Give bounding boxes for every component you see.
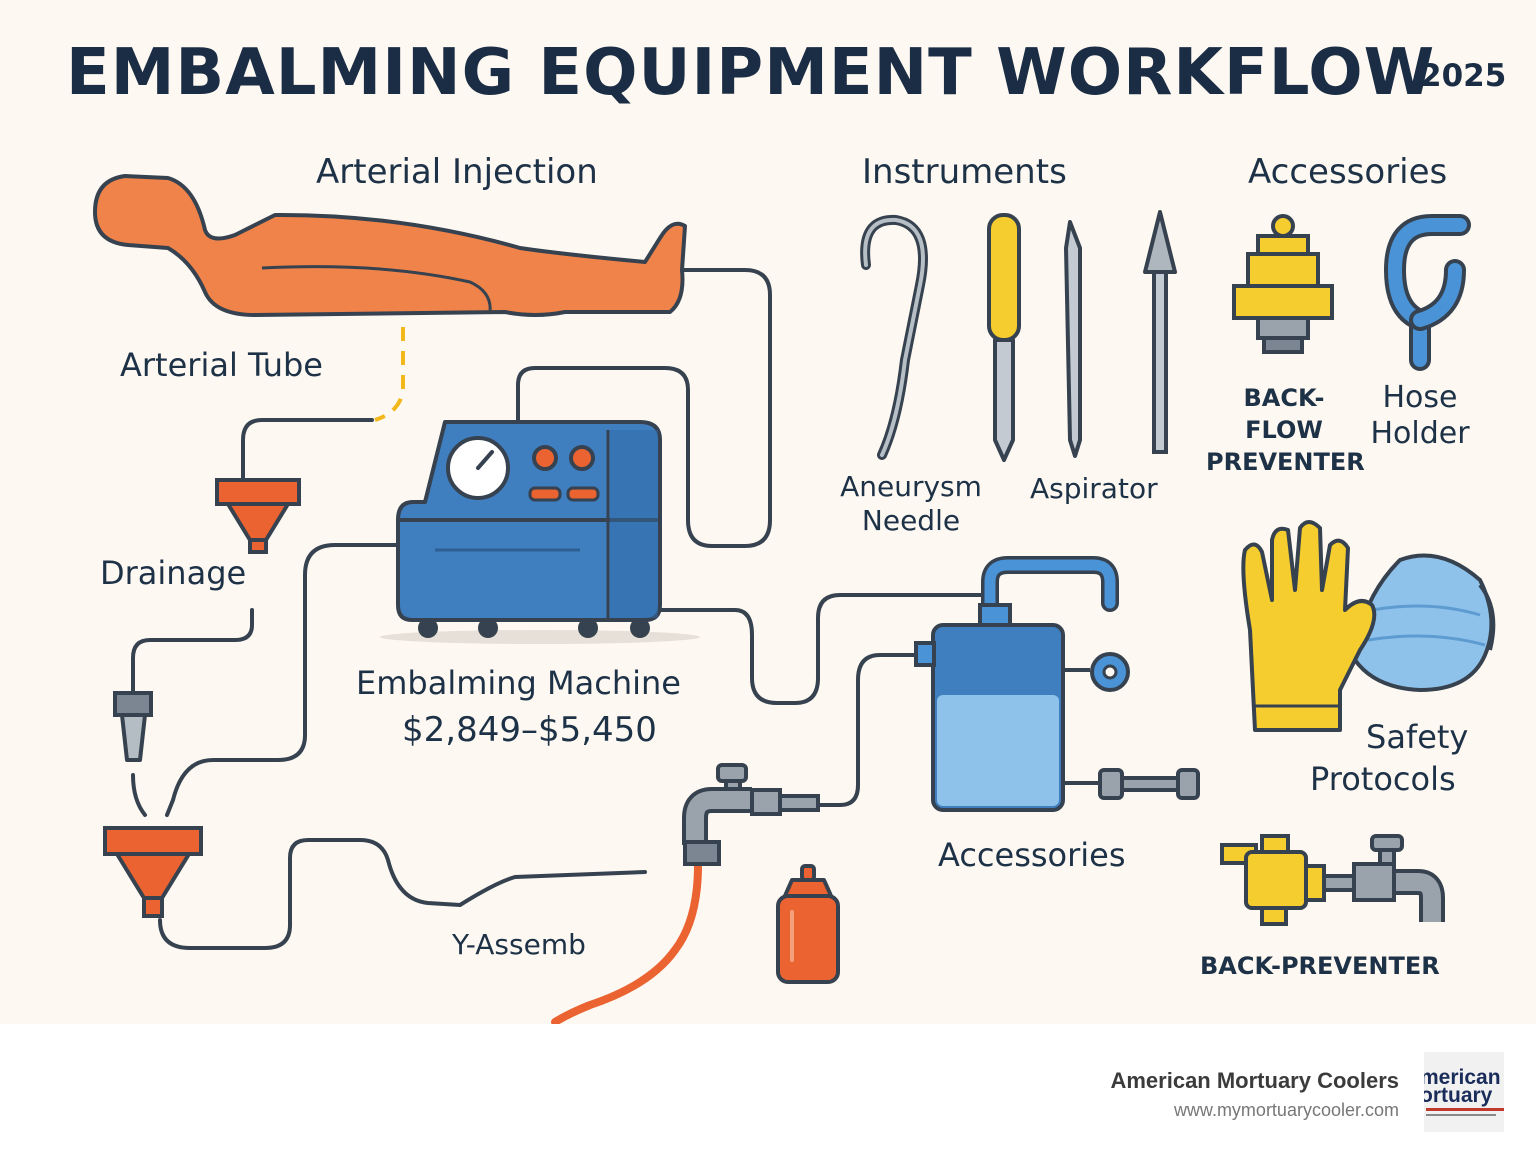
machine-to-y-tube — [165, 543, 400, 817]
trocar-icon — [1143, 210, 1177, 274]
year-label: 2025 — [1420, 58, 1507, 94]
label-safety-line2: Protocols — [1310, 760, 1456, 798]
label-backflow-line1: BACK- — [1243, 384, 1325, 412]
body-figure — [93, 174, 687, 317]
label-arterial-tube: Arterial Tube — [120, 346, 323, 384]
illustration-area: EMBALMING EQUIPMENT WORKFLOW 2025 Arteri… — [0, 0, 1536, 1024]
arterial-tube-line — [374, 327, 405, 422]
label-embalming-machine: Embalming Machine — [356, 664, 681, 702]
y-assembly-tube — [158, 838, 647, 950]
face-mask-icon — [1352, 553, 1494, 693]
label-aspirator: Aspirator — [1030, 472, 1158, 505]
drain-hose — [551, 861, 702, 1024]
logo-tagline-bar — [1426, 1114, 1496, 1116]
logo-accent-bar — [1426, 1108, 1504, 1111]
scalpel-handle-icon — [987, 213, 1021, 342]
footer-brand: American Mortuary Coolers — [1110, 1068, 1399, 1093]
footer-url[interactable]: www.mymortuarycooler.com — [1173, 1100, 1399, 1120]
label-backflow-line3: PREVENTER — [1206, 448, 1365, 476]
control-knob — [569, 445, 595, 471]
water-faucet-icon — [682, 763, 820, 866]
backflow-preventer-icon — [1232, 214, 1334, 354]
nozzle-fitting — [113, 691, 153, 762]
aspirator-icon — [1064, 220, 1082, 458]
arterial-to-funnel-tube — [241, 418, 374, 482]
machine-to-body-tube — [516, 268, 772, 548]
glove-icon — [1241, 520, 1377, 732]
body-silhouette — [93, 174, 687, 317]
label-back-preventer: BACK-PREVENTER — [1200, 952, 1440, 980]
fluid-tank — [914, 556, 1200, 812]
logo-text-line1: merican — [1424, 1066, 1501, 1089]
section-accessories-top: Accessories — [1248, 152, 1448, 192]
drainage-funnel-top — [215, 478, 301, 554]
label-backflow-line2: FLOW — [1245, 416, 1323, 444]
arm-line — [261, 265, 492, 313]
drainage-tube — [131, 608, 254, 695]
workflow-illustration — [93, 174, 1496, 1024]
label-aneurysm-line1: Aneurysm — [840, 470, 982, 503]
drainage-funnel-bottom — [103, 826, 203, 918]
brand-logo: merican ortuary — [1424, 1052, 1504, 1132]
fluid-bottle-icon — [776, 864, 840, 984]
footer: American Mortuary Coolers www.mymortuary… — [0, 1024, 1536, 1154]
label-aneurysm-line2: Needle — [861, 504, 961, 537]
label-hose-line1: Hose — [1382, 380, 1458, 415]
tubing-lines — [131, 268, 987, 950]
embalming-machine — [380, 420, 700, 644]
hose-holder-icon — [1383, 214, 1471, 371]
label-y-assembly: Y-Assemb — [452, 928, 586, 961]
instrument-icons — [860, 210, 1177, 462]
label-safety-line1: Safety — [1366, 718, 1469, 756]
control-knob — [532, 445, 558, 471]
back-preventer-assembly-icon — [1220, 834, 1445, 926]
section-instruments: Instruments — [862, 152, 1067, 192]
machine-to-tank-tube — [658, 593, 987, 705]
label-accessories-mid: Accessories — [938, 836, 1126, 874]
section-arterial-injection: Arterial Injection — [316, 152, 598, 192]
label-drainage: Drainage — [100, 554, 247, 592]
label-hose-line2: Holder — [1370, 416, 1470, 451]
label-machine-price: $2,849–$5,450 — [402, 710, 657, 750]
safety-gear — [1241, 520, 1496, 732]
nozzle-to-funnel-tube — [131, 773, 147, 817]
page-title: EMBALMING EQUIPMENT WORKFLOW — [66, 36, 1436, 110]
logo-text-line2: ortuary — [1424, 1084, 1493, 1107]
faucet-to-tank-tube — [818, 653, 920, 807]
